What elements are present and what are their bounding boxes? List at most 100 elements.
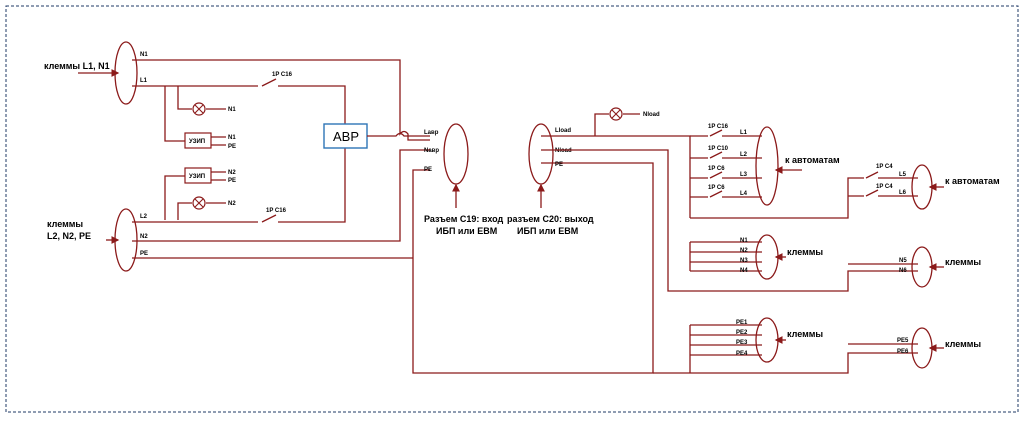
avr-box (323, 123, 368, 149)
load-breaker-1-out: L1 (740, 130, 748, 136)
diagram-frame (5, 5, 1019, 413)
breaker-l2-switch (261, 214, 277, 223)
pe-label-2: клеммы (945, 339, 981, 349)
pe-bus (689, 324, 762, 373)
neutral-out-4: N4 (740, 268, 748, 274)
right-breakers-wire (770, 177, 918, 219)
load-breaker-3-out: L3 (740, 172, 748, 178)
neutral-connector (755, 234, 779, 280)
to-breakers-label: к автоматам (785, 155, 840, 165)
neutral-label: клеммы (787, 247, 823, 257)
c20-connector (528, 123, 554, 185)
lamp-load-label: Nload (643, 112, 660, 118)
load-breaker-2-out: L2 (740, 152, 748, 158)
wire-label-l2: L2 (140, 214, 148, 220)
wire-pe (132, 162, 654, 374)
lamp1-icon (192, 102, 206, 116)
wire-label-pe-avr: PE (424, 167, 432, 173)
neutral-out-3: N3 (740, 258, 748, 264)
c20-label-1: разъем С20: выход (507, 214, 594, 224)
neutral-out-5: N5 (899, 258, 907, 264)
lamp2-wire (177, 202, 226, 220)
top-terminals-label: клеммы L1, N1 (44, 61, 110, 71)
uzip1-n-label: N1 (228, 135, 236, 141)
uzip1-out-wires (211, 136, 226, 146)
breaker-l1-label: 1P C16 (272, 72, 293, 78)
neutral-connector-2 (911, 246, 933, 288)
wire-l1 (132, 85, 346, 124)
c20-label-2: ИБП или EBM (517, 226, 578, 236)
load-breaker-4-out: L4 (740, 191, 748, 197)
uzip2-label: УЗИП (189, 174, 205, 180)
wire-label-navr: Nавр (424, 148, 439, 154)
lamp-load-wire (594, 113, 640, 136)
load-breaker-3-rating: 1P C6 (708, 166, 725, 172)
c19-connector (443, 123, 469, 185)
neutral-out-1: N1 (740, 238, 748, 244)
load-breaker-1: 1P C16 L1 (690, 124, 762, 137)
pe-connector (755, 317, 779, 363)
pe-out-1: PE1 (736, 320, 748, 326)
avr-output-wire (367, 132, 430, 137)
pe-out-2: PE2 (736, 330, 748, 336)
load-breaker-4-rating: 1P C6 (708, 185, 725, 191)
neutral-bus (689, 241, 762, 272)
uzip2-out-wires (211, 171, 226, 181)
lamp-load-icon (609, 107, 623, 121)
breaker-l1-switch (261, 78, 277, 87)
right-breaker-2-switch (865, 189, 879, 197)
load-breaker-2: 1P C10 L2 (690, 146, 762, 159)
uzip2-wire (164, 175, 185, 220)
wire-nload (541, 149, 918, 292)
pe-connector-2 (911, 327, 933, 369)
pe-out-4: PE4 (736, 351, 748, 357)
load-breaker-4: 1P C6 L4 (690, 185, 762, 198)
load-breaker-2-rating: 1P C10 (708, 146, 729, 152)
neutral-label-2: клеммы (945, 257, 981, 267)
wire-label-l1: L1 (140, 78, 148, 84)
uzip2-box (184, 167, 212, 184)
bottom-terminals-label-2: L2, N2, PE (47, 231, 91, 241)
lamp2-label: N2 (228, 201, 236, 207)
wire-label-pe: PE (140, 251, 148, 257)
neutral-out-2: N2 (740, 248, 748, 254)
neutral-out-6: N6 (899, 268, 907, 274)
breaker-l2-label: 1P C16 (266, 208, 287, 214)
uzip1-box (184, 132, 212, 149)
breaker-terminal-connector (755, 126, 779, 206)
wire-label-pe-load: PE (555, 162, 563, 168)
uzip2-pe-label: PE (228, 178, 236, 184)
wire-pe-load (653, 352, 918, 374)
right-breaker-2-rating: 1P C4 (876, 184, 893, 190)
pe-out-6: PE6 (897, 349, 909, 355)
input-connector-bottom (114, 208, 138, 272)
c19-label-1: Разъем С19: вход (424, 214, 504, 224)
lamp1-label: N1 (228, 107, 236, 113)
load-breaker-3: 1P C6 L3 (690, 166, 762, 179)
right-breaker-1-out: L5 (899, 172, 907, 178)
avr-label: АВР (333, 129, 359, 144)
bottom-terminals-label-1: клеммы (47, 219, 83, 229)
wire-l2 (132, 148, 346, 223)
pe-out-3: PE3 (736, 340, 748, 346)
right-breaker-1-rating: 1P C4 (876, 164, 893, 170)
wire-label-lload: Lload (555, 128, 571, 134)
right-breaker-connector (911, 164, 933, 210)
lamp1-wire (177, 86, 226, 110)
load-breaker-1-rating: 1P C16 (708, 124, 729, 130)
pe-label: клеммы (787, 329, 823, 339)
to-breakers-label-2: к автоматам (945, 176, 1000, 186)
right-breaker-1-switch (865, 171, 879, 179)
uzip1-label: УЗИП (189, 139, 205, 145)
wire-n2 (132, 149, 430, 242)
wire-label-lavr: Lавр (424, 130, 439, 136)
wire-label-nload: Nload (555, 148, 572, 154)
uzip1-wire (164, 86, 185, 142)
uzip2-n-label: N2 (228, 170, 236, 176)
pe-out-5: PE5 (897, 338, 909, 344)
wire-label-n1: N1 (140, 52, 148, 58)
uzip1-pe-label: PE (228, 144, 236, 150)
input-connector-top (114, 41, 138, 105)
wire-label-n2: N2 (140, 234, 148, 240)
